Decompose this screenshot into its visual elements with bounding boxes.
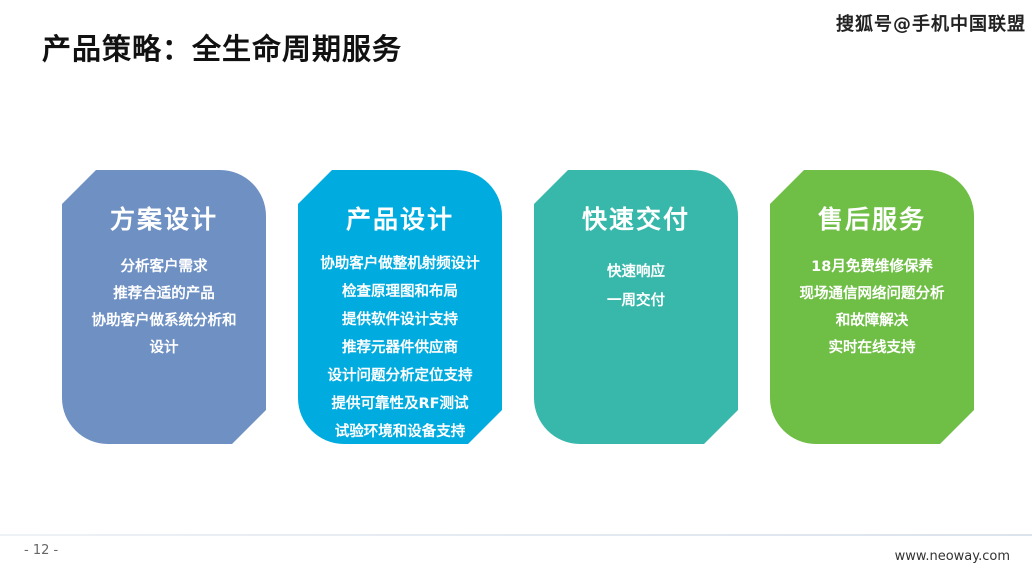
card-line: 推荐合适的产品	[113, 286, 215, 302]
card-line: 提供可靠性及RF测试	[331, 396, 469, 412]
card-line: 推荐元器件供应商	[342, 340, 458, 356]
card-line: 实时在线支持	[828, 340, 916, 356]
card-line: 协助客户做系统分析和	[91, 313, 237, 329]
card-line: 检查原理图和布局	[342, 284, 458, 300]
card-line: 设计	[149, 340, 179, 356]
card-line: 设计问题分析定位支持	[327, 368, 473, 384]
card-line: 协助客户做整机射频设计	[320, 256, 480, 272]
card-line: 18月免费维修保养	[811, 259, 933, 275]
card-title: 方案设计	[109, 205, 218, 234]
card-title: 产品设计	[345, 205, 454, 234]
watermark-text: 搜狐号@手机中国联盟	[836, 14, 1026, 35]
card-line: 现场通信网络问题分析	[799, 286, 945, 302]
page-title: 产品策略：全生命周期服务	[42, 32, 403, 66]
card-line: 和故障解决	[835, 313, 909, 329]
card-fast-delivery: 快速交付 快速响应 一周交付	[534, 170, 738, 444]
card-solution-design: 方案设计 分析客户需求 推荐合适的产品 协助客户做系统分析和 设计	[62, 170, 266, 444]
card-line: 提供软件设计支持	[342, 312, 458, 328]
card-after-sales-service: 售后服务 18月免费维修保养 现场通信网络问题分析 和故障解决 实时在线支持	[770, 170, 974, 444]
card-body: 分析客户需求 推荐合适的产品 协助客户做系统分析和 设计	[62, 254, 266, 362]
card-line: 分析客户需求	[120, 259, 208, 275]
card-product-design: 产品设计 协助客户做整机射频设计 检查原理图和布局 提供软件设计支持 推荐元器件…	[298, 170, 502, 444]
card-body: 快速响应 一周交付	[534, 258, 738, 316]
card-title: 快速交付	[581, 205, 690, 234]
website-text: www.neoway.com	[894, 549, 1010, 564]
page-number: - 12 -	[24, 543, 59, 558]
card-title: 售后服务	[817, 205, 926, 234]
card-line: 一周交付	[607, 293, 665, 309]
card-line: 试验环境和设备支持	[334, 424, 466, 440]
card-body: 协助客户做整机射频设计 检查原理图和布局 提供软件设计支持 推荐元器件供应商 设…	[298, 250, 502, 446]
card-body: 18月免费维修保养 现场通信网络问题分析 和故障解决 实时在线支持	[770, 254, 974, 362]
footer-divider	[0, 534, 1032, 536]
card-line: 快速响应	[607, 264, 665, 280]
